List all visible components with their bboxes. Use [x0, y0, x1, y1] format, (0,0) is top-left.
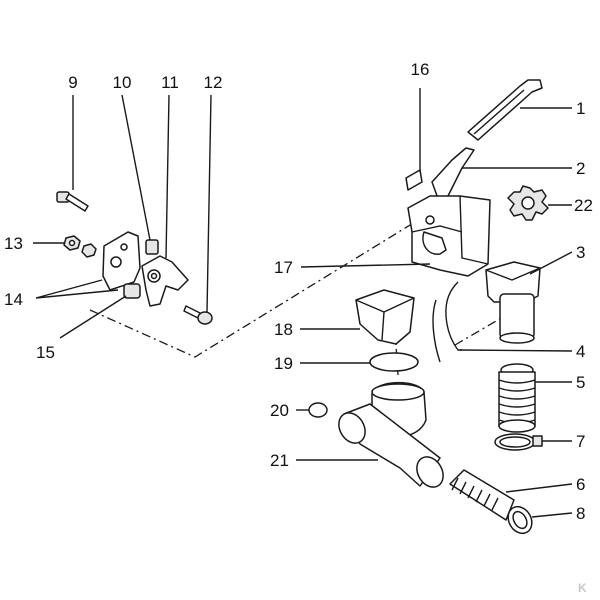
callout-14: 14	[4, 290, 23, 309]
callout-16: 16	[411, 60, 430, 79]
callout-7: 7	[576, 432, 585, 451]
spacer-part-15	[123, 283, 141, 299]
lever-part-11	[141, 255, 189, 307]
callout-13: 13	[4, 234, 23, 253]
callout-4: 4	[576, 342, 585, 361]
callout-17: 17	[274, 258, 293, 277]
rod-part-16	[405, 169, 423, 191]
spring-wire-part-4	[432, 281, 462, 363]
nut-part-13	[63, 235, 97, 258]
callout-2: 2	[576, 159, 585, 178]
pin-part-10	[145, 239, 159, 255]
cylinder-part-3	[485, 261, 541, 344]
callout-15: 15	[36, 343, 55, 362]
handle-part-1	[467, 79, 543, 141]
callout-1: 1	[576, 99, 585, 118]
callout-21: 21	[270, 451, 289, 470]
callout-labels: 9 10 11 12 13 14 15 16 1 2 22 3 17 18 4 …	[4, 60, 593, 523]
washer-part-20	[308, 402, 328, 418]
callout-19: 19	[274, 354, 293, 373]
clamp-part-8	[507, 505, 533, 535]
callout-11: 11	[161, 73, 179, 92]
hose-part-6	[449, 469, 515, 521]
funnel-part-18	[355, 289, 415, 345]
left-hinge-assembly	[56, 191, 213, 325]
bolt-part-9	[56, 191, 89, 212]
callout-22: 22	[574, 196, 593, 215]
housing-part-17	[407, 195, 491, 277]
callout-9: 9	[68, 73, 77, 92]
callout-12: 12	[204, 73, 223, 92]
svg-text:K: K	[578, 581, 587, 595]
o-ring-part-19	[369, 352, 419, 372]
callout-6: 6	[576, 475, 585, 494]
callout-20: 20	[270, 401, 289, 420]
bellows-part-5	[498, 363, 536, 433]
t-pipe-part-21	[338, 381, 444, 488]
callout-3: 3	[576, 243, 585, 262]
callout-10: 10	[113, 73, 132, 92]
screw-part-12	[183, 305, 213, 325]
clamp-part-7	[494, 433, 543, 451]
bracket-part-14	[102, 231, 141, 291]
impeller-part-22	[507, 185, 549, 221]
leader-lines	[33, 88, 573, 518]
callout-8: 8	[576, 504, 585, 523]
alignment-line-left	[89, 221, 416, 358]
watermark-logo: K	[578, 581, 587, 595]
callout-5: 5	[576, 373, 585, 392]
callout-18: 18	[274, 320, 293, 339]
